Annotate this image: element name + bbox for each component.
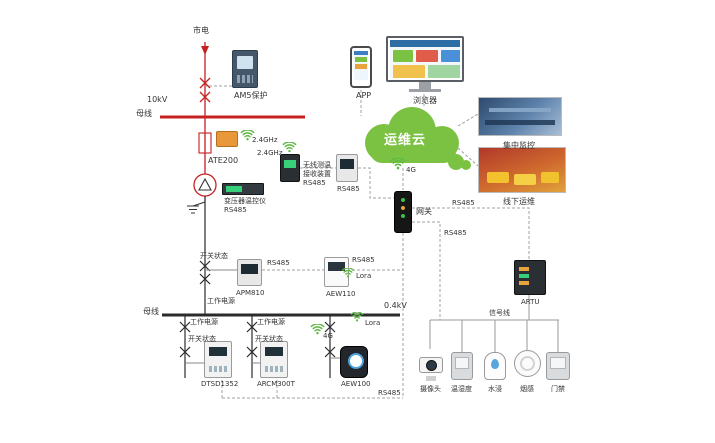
monitor-screen (390, 40, 460, 78)
camera-label: 摄像头 (420, 385, 441, 393)
transformer-temp-controller-device (222, 183, 264, 195)
power-meter-device (336, 154, 358, 182)
hv-busbar-label: 母线 (136, 109, 152, 118)
arcm-label: ARCM300T (257, 380, 295, 388)
offline-ops-caption: 线下运维 (503, 197, 535, 206)
camera-device (417, 349, 445, 381)
cloud-shape: 运维云 (352, 103, 472, 173)
apm-rs485-label: RS485 (267, 259, 290, 267)
temp-humidity-device (451, 352, 473, 380)
browser-label: 浏览器 (413, 96, 437, 105)
working-power-2-label: 工作电源 (257, 318, 285, 326)
apm810-device (237, 259, 262, 286)
app-label: APP (356, 91, 372, 100)
gateway-device (394, 191, 412, 233)
dtsd-label: DTSD1352 (201, 380, 239, 388)
monitor-stand-base (409, 89, 441, 92)
working-power-mid-label: 工作电源 (207, 297, 235, 305)
transformer-rs485-label: RS485 (224, 206, 247, 214)
lora-bottom-label: Lora (365, 319, 381, 327)
relay-label: AM5保护 (234, 91, 268, 100)
wifi-icon-lora-aew110 (341, 268, 355, 278)
wifi-icon-lora-aew100 (350, 312, 364, 322)
wireless-temp-receiver-device (280, 154, 300, 182)
switch-status-1-label: 开关状态 (188, 335, 216, 343)
wifi-icon-24ghz-b (282, 142, 297, 153)
rs485-right-2-label: RS485 (444, 229, 467, 237)
receiver-label-2: 接收装置 (303, 170, 331, 178)
hv-voltage-label: 10kV (147, 95, 168, 104)
aew100-label: AEW100 (341, 380, 371, 388)
temp-humidity-label: 温湿度 (451, 385, 472, 393)
meter-rs485-label: RS485 (337, 185, 360, 193)
browser-monitor-device (386, 36, 464, 82)
cloud-label: 运维云 (384, 133, 427, 148)
artu-device (514, 260, 546, 295)
wifi-icon-4g-top (390, 158, 406, 170)
offline-ops-photo (478, 147, 566, 193)
phone-screen (354, 51, 368, 80)
gateway-label: 网关 (416, 207, 432, 216)
signal-line-label: 信号线 (489, 309, 510, 317)
lv-busbar-label: 母线 (143, 307, 159, 316)
relay-screen (237, 56, 253, 69)
smoke-label: 烟感 (520, 385, 534, 393)
rs485-bottom-label: RS485 (378, 389, 401, 397)
mains-label: 市电 (193, 26, 209, 35)
dtsd1352-device (204, 341, 232, 378)
receiver-rs485-label: RS485 (303, 179, 326, 187)
smoke-detector-device (514, 350, 541, 377)
relay-buttons (237, 75, 253, 83)
door-access-device (546, 352, 570, 380)
apm810-label: APM810 (236, 289, 265, 297)
wireless-temp-sensor-device (216, 131, 238, 147)
aew110-lora-label: Lora (356, 272, 372, 280)
freq-label-b: 2.4GHz (257, 149, 283, 157)
transformer-controller-label: 变压器温控仪 (224, 197, 266, 205)
central-monitoring-caption: 集中监控 (503, 141, 535, 150)
lv-voltage-label: 0.4kV (384, 301, 407, 310)
aew110-rs485-label: RS485 (352, 256, 375, 264)
arcm300t-device (260, 341, 288, 378)
4g-top-label: 4G (406, 166, 416, 174)
app-phone-device (350, 46, 372, 88)
aew110-label: AEW110 (326, 290, 356, 298)
switch-status-mid-label: 开关状态 (200, 252, 228, 260)
water-label: 水浸 (488, 385, 502, 393)
switch-status-2-label: 开关状态 (255, 335, 283, 343)
artu-label: ARTU (521, 298, 540, 306)
central-monitoring-photo (478, 97, 562, 136)
protection-relay-device (232, 50, 258, 88)
aew100-device (340, 346, 368, 378)
freq-label-a: 2.4GHz (252, 136, 278, 144)
receiver-label-1: 无线测温 (303, 161, 331, 169)
working-power-1-label: 工作电源 (190, 318, 218, 326)
rs485-right-1-label: RS485 (452, 199, 475, 207)
door-label: 门禁 (551, 385, 565, 393)
4g-bottom-label: 4G (323, 332, 333, 340)
monitor-stand-neck (419, 82, 431, 89)
ate200-label: ATE200 (208, 156, 239, 165)
water-sensor-device (484, 352, 506, 380)
